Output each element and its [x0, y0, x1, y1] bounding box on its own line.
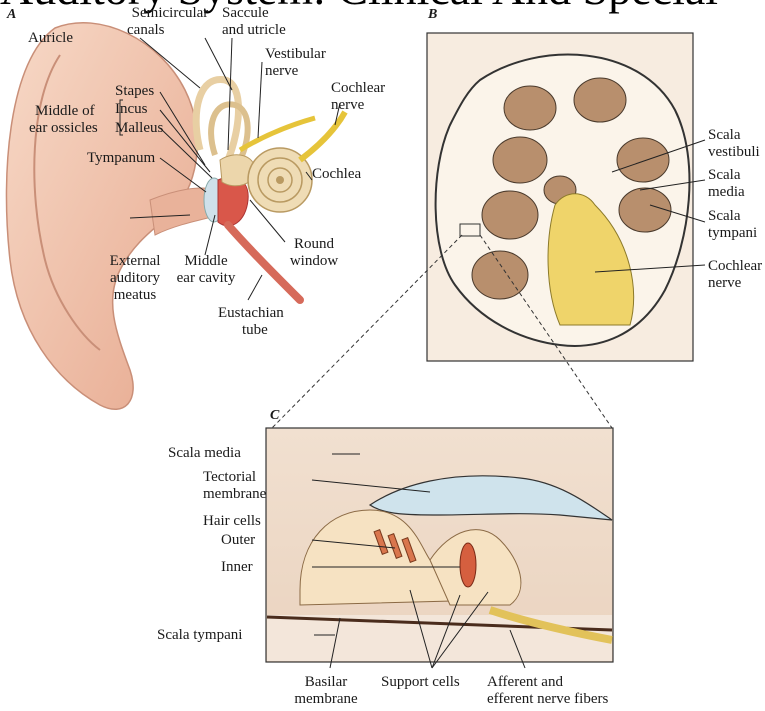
- label-scala-media-c: Scala media: [168, 445, 241, 462]
- label-scala-vestibuli-line-1: Scala: [708, 127, 760, 144]
- label-middle-ear-cavity: Middle ear cavity: [170, 253, 242, 287]
- label-cochlear-nerve-a: Cochlear nerve: [331, 80, 385, 114]
- label-semicircular-canals: Semicircular canals: [125, 5, 215, 39]
- label-cochlear-nerve-b-line-2: nerve: [708, 275, 762, 292]
- label-scala-vestibuli-b: Scala vestibuli: [708, 127, 760, 161]
- label-round-window-line-2: window: [285, 253, 343, 270]
- label-middle-ear-ossicles: Middle of ear ossicles: [29, 103, 98, 137]
- label-cochlear-nerve-a-line-1: Cochlear: [331, 80, 385, 97]
- label-support-cells: Support cells: [381, 674, 460, 691]
- label-scala-tympani-b-line-2: tympani: [708, 225, 757, 242]
- label-afferent-line-1: Afferent and: [487, 674, 608, 691]
- label-basilar-line-2: membrane: [290, 691, 362, 708]
- label-afferent-line-2: efferent nerve fibers: [487, 691, 608, 708]
- label-round-window-line-1: Round: [285, 236, 343, 253]
- label-auricle: Auricle: [28, 30, 73, 47]
- label-saccule-utricle: Saccule and utricle: [222, 5, 286, 39]
- label-ossicles-line-1: Middle of: [29, 103, 98, 120]
- label-middle-cavity-line-1: Middle: [170, 253, 242, 270]
- label-afferent-efferent-fibers: Afferent and efferent nerve fibers: [487, 674, 608, 708]
- label-eustachian-line-1: Eustachian: [218, 305, 284, 322]
- label-scala-media-b: Scala media: [708, 167, 745, 201]
- label-basilar-membrane: Basilar membrane: [290, 674, 362, 708]
- label-basilar-line-1: Basilar: [290, 674, 362, 691]
- label-scala-vestibuli-line-2: vestibuli: [708, 144, 760, 161]
- label-tympanum: Tympanum: [87, 150, 155, 167]
- panel-a-artwork: [6, 23, 345, 410]
- label-external-line-1: External: [99, 253, 171, 270]
- label-ossicles-line-2: ear ossicles: [29, 120, 98, 137]
- label-saccule-line-1: Saccule: [222, 5, 286, 22]
- label-vestibular-line-2: nerve: [265, 63, 326, 80]
- label-vestibular-line-1: Vestibular: [265, 46, 326, 63]
- semicircular-canal-1: [196, 80, 238, 160]
- label-cochlea: Cochlea: [312, 166, 361, 183]
- label-external-auditory-meatus: External auditory meatus: [99, 253, 171, 304]
- panel-b-letter: B: [428, 7, 437, 23]
- panel-c-letter: C: [270, 408, 279, 424]
- label-semicircular-canals-line-1: Semicircular: [125, 5, 215, 22]
- label-malleus: Malleus: [115, 120, 163, 137]
- vestibular-nerve-shape: [240, 118, 315, 150]
- label-hair-cells: Hair cells: [203, 513, 261, 530]
- label-eustachian-tube: Eustachian tube: [218, 305, 284, 339]
- label-stapes: Stapes: [115, 83, 154, 100]
- label-cochlear-nerve-b-line-1: Cochlear: [708, 258, 762, 275]
- scala-tympani-region: [267, 615, 612, 661]
- label-saccule-line-2: and utricle: [222, 22, 286, 39]
- label-outer-hair-cells: Outer: [221, 532, 255, 549]
- label-cochlear-nerve-b: Cochlear nerve: [708, 258, 762, 292]
- inner-hair-cell-shape: [460, 543, 476, 587]
- label-eustachian-line-2: tube: [218, 322, 284, 339]
- label-scala-tympani-c: Scala tympani: [157, 627, 242, 644]
- label-inner-hair-cell: Inner: [221, 559, 253, 576]
- label-scala-tympani-b-line-1: Scala: [708, 208, 757, 225]
- label-vestibular-nerve: Vestibular nerve: [265, 46, 326, 80]
- label-scala-media-b-line-2: media: [708, 184, 745, 201]
- label-semicircular-canals-line-2: canals: [125, 22, 215, 39]
- label-incus: Incus: [115, 101, 148, 118]
- panel-c-artwork: [266, 428, 613, 668]
- label-tectorial-line-2: membrane: [203, 486, 266, 503]
- panel-b-artwork: [427, 33, 705, 361]
- label-tectorial-line-1: Tectorial: [203, 469, 266, 486]
- label-round-window: Round window: [285, 236, 343, 270]
- label-external-line-2: auditory: [99, 270, 171, 287]
- panel-a-letter: A: [7, 7, 16, 23]
- label-scala-tympani-b: Scala tympani: [708, 208, 757, 242]
- label-middle-cavity-line-2: ear cavity: [170, 270, 242, 287]
- label-scala-media-b-line-1: Scala: [708, 167, 745, 184]
- label-cochlear-nerve-a-line-2: nerve: [331, 97, 385, 114]
- label-external-line-3: meatus: [99, 287, 171, 304]
- label-tectorial-membrane: Tectorial membrane: [203, 469, 266, 503]
